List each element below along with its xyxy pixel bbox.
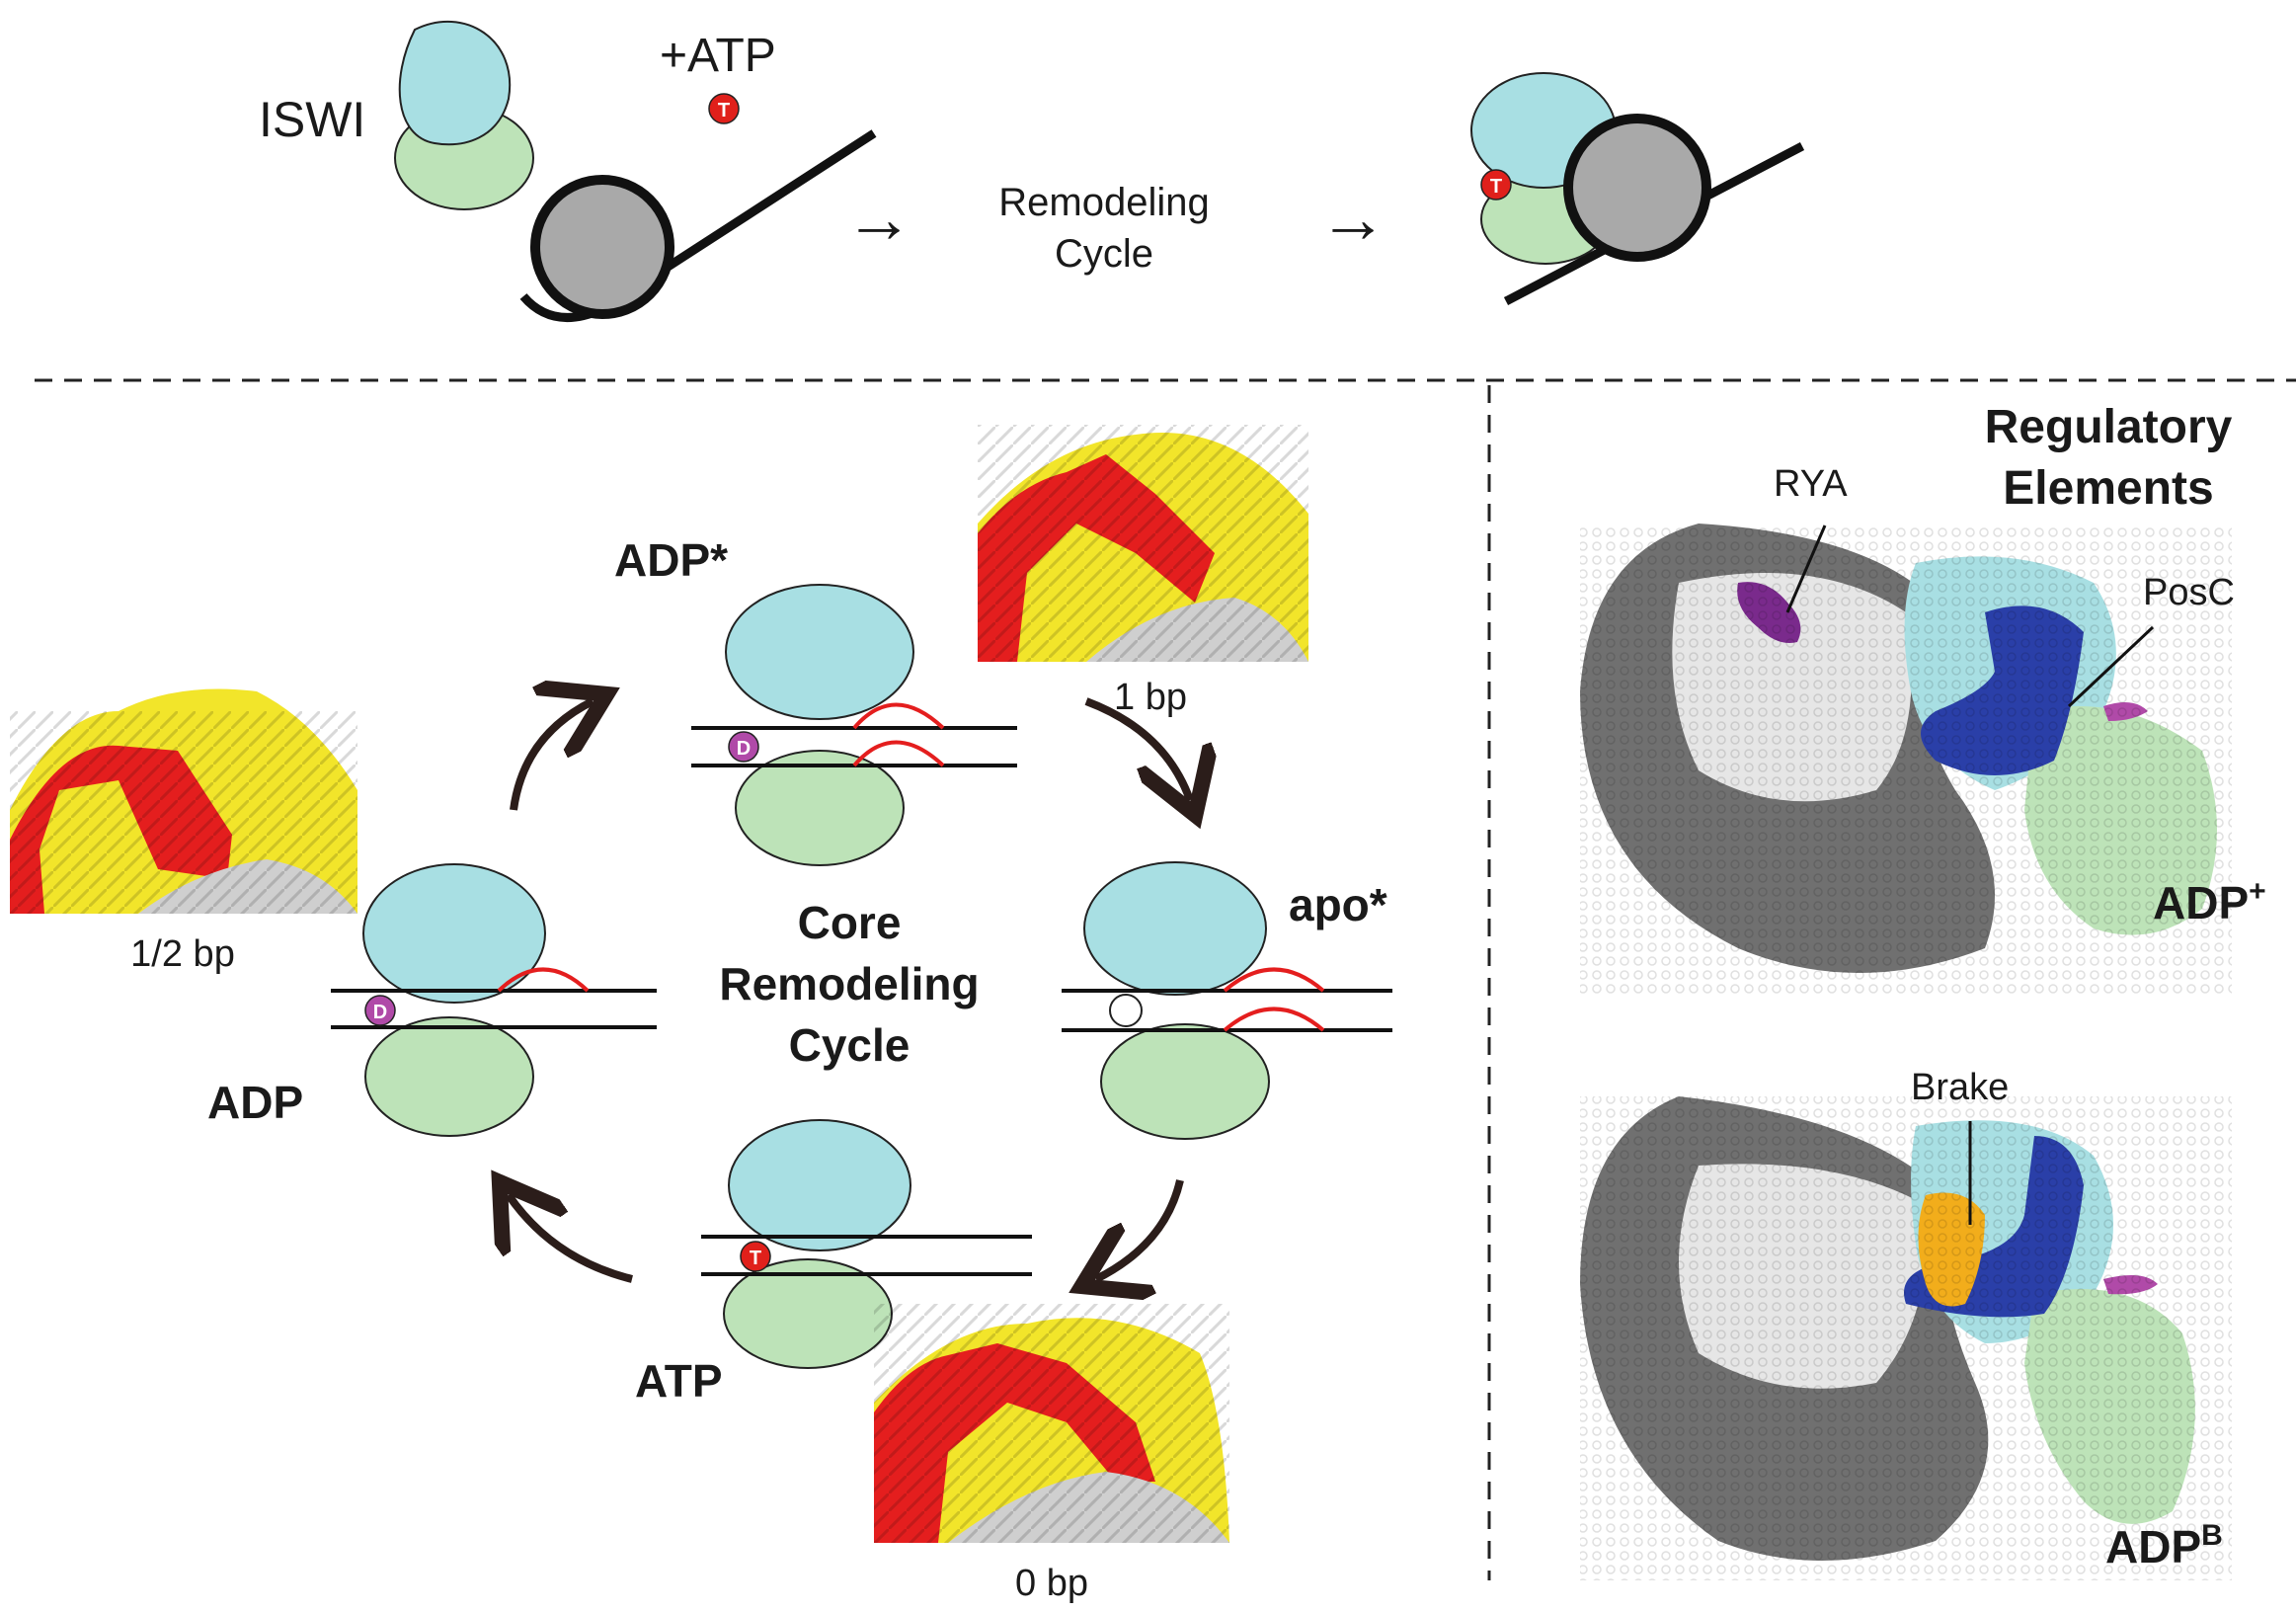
adp-plus-label: ADP+ xyxy=(2153,875,2266,928)
brake-label: Brake xyxy=(1911,1067,2009,1108)
rya-pointer xyxy=(1785,524,1827,613)
step-half-bp: 1/2 bp xyxy=(130,933,235,975)
regulatory-panel: Regulatory Elements RYA PosC ADP+ xyxy=(1580,401,2266,1580)
posc-label: PosC xyxy=(2143,572,2235,613)
atp-token-bound-icon xyxy=(1480,169,1512,201)
rya-label: RYA xyxy=(1774,463,1848,505)
remodeling-line2: Cycle xyxy=(1055,232,1153,276)
structure-adp-b xyxy=(1580,1096,2232,1580)
dna-structure-half-bp xyxy=(10,688,357,914)
cycle-arrow-adp-to-adpstar xyxy=(510,701,593,811)
nucleosome-icon xyxy=(530,175,674,319)
state-apo-star-label: apo* xyxy=(1289,879,1387,930)
dna-structure-0-bp xyxy=(874,1304,1229,1543)
state-adp-label: ADP xyxy=(207,1077,303,1128)
atp-token-bound-letter: T xyxy=(1490,176,1502,198)
cycle-title-line3: Cycle xyxy=(789,1019,910,1071)
state-apo-star xyxy=(1062,861,1392,1140)
atp-token-letter: T xyxy=(718,100,730,121)
structure-adp-plus xyxy=(1580,524,2232,998)
state-adp-star: D xyxy=(691,584,1017,866)
core-cycle: Core Remodeling Cycle ADP* D apo* xyxy=(10,425,1392,1604)
top-arrow-2: → xyxy=(1318,180,1387,257)
state-adp-star-label: ADP* xyxy=(614,534,728,586)
cycle-arrow-atp-to-adp xyxy=(509,1195,633,1283)
step-1-bp: 1 bp xyxy=(1114,677,1187,718)
nucleosome-bound-icon xyxy=(1563,114,1711,262)
cycle-title-line2: Remodeling xyxy=(719,958,979,1009)
reg-title-line1: Regulatory xyxy=(1985,401,2233,453)
iswi-label: ISWI xyxy=(259,92,365,147)
adp-b-label: ADPB xyxy=(2105,1519,2223,1572)
state-atp: T xyxy=(701,1119,1032,1369)
state-atp-label: ATP xyxy=(635,1355,723,1407)
adp-token-letter: D xyxy=(737,738,751,760)
atp-token-cycle-icon xyxy=(740,1241,771,1272)
state-adp: D xyxy=(331,863,657,1137)
step-0-bp: 0 bp xyxy=(1015,1563,1088,1604)
atp-token-icon xyxy=(708,93,740,124)
posc-pointer xyxy=(2067,625,2155,708)
adp-token-icon xyxy=(728,731,759,763)
cycle-arrow-adpstar-to-apostar xyxy=(1084,697,1190,800)
reg-title-line2: Elements xyxy=(2003,462,2213,515)
top-arrow-1: → xyxy=(844,180,913,257)
remodeling-line1: Remodeling xyxy=(998,181,1209,224)
iswi-lobe1 xyxy=(398,20,512,146)
empty-site-icon xyxy=(1109,994,1143,1027)
cycle-title-line1: Core xyxy=(798,897,902,948)
atp-label: +ATP xyxy=(660,30,776,82)
adp-token-left-letter: D xyxy=(373,1002,387,1023)
dna-structure-1-bp xyxy=(978,425,1308,662)
cycle-arrow-apostar-to-atp xyxy=(1096,1179,1184,1279)
adp-token-left-icon xyxy=(364,995,396,1026)
atp-token-cycle-letter: T xyxy=(750,1248,761,1269)
top-panel: ISWI +ATP T → Remodeling Cycle → T xyxy=(259,20,1805,322)
